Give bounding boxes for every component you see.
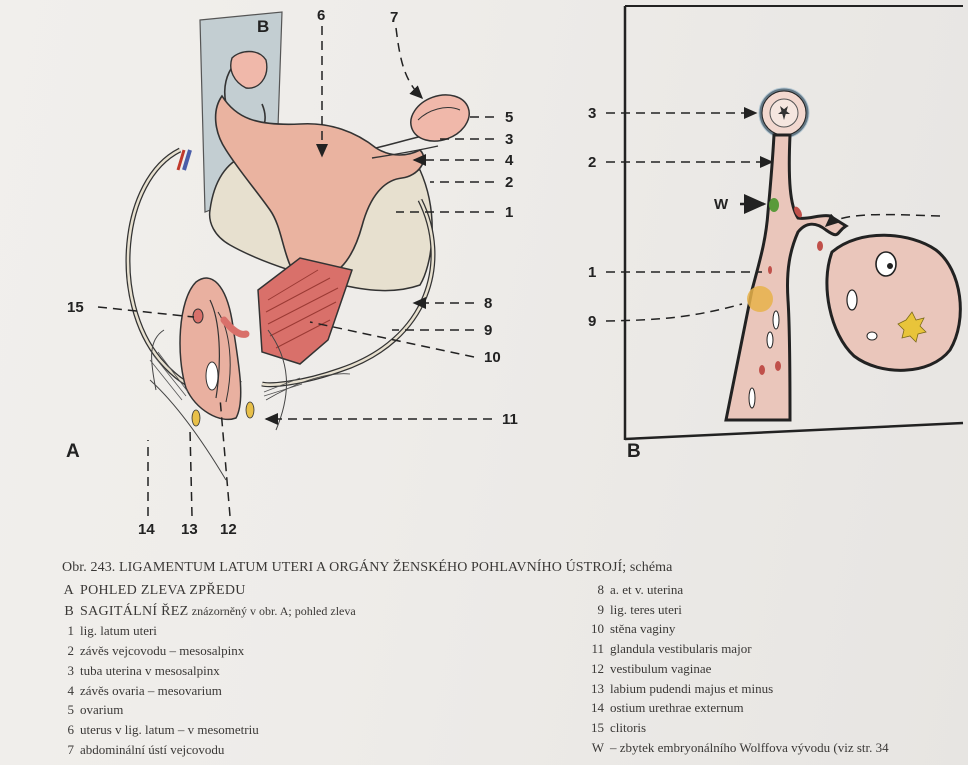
label-a-6: 6 — [317, 8, 325, 23]
legend-number: 12 — [590, 659, 604, 679]
legend-item: 10 stěna vaginy — [590, 619, 968, 639]
legend-text: stěna vaginy — [610, 621, 675, 636]
label-a-3: 3 — [505, 132, 513, 147]
legend-item: 9 lig. teres uteri — [590, 600, 968, 620]
label-a-5: 5 — [505, 110, 513, 125]
label-a-11: 11 — [502, 412, 518, 427]
legend-text: závěs vejcovodu – mesosalpinx — [80, 643, 244, 658]
legend-number: 3 — [62, 661, 74, 681]
panel-a-letter: A — [66, 441, 80, 463]
label-b-w: W — [714, 197, 728, 212]
legend-item: 13 labium pudendi majus et minus — [590, 679, 968, 699]
legend-text: vestibulum vaginae — [610, 661, 711, 676]
view-b-suffix: znázorněný v obr. A; pohled zleva — [192, 604, 356, 618]
legend-text: lig. latum uteri — [80, 623, 157, 638]
label-a-7: 7 — [390, 10, 398, 25]
legend-text: clitoris — [610, 720, 646, 735]
legend-number: 15 — [590, 718, 604, 738]
legend-item: 4 závěs ovaria – mesovarium — [62, 681, 532, 701]
figure-drawing — [0, 0, 968, 560]
legend-item: 6 uterus v lig. latum – v mesometriu — [62, 720, 532, 740]
caption-view-a: A POHLED ZLEVA ZPŘEDU — [62, 580, 532, 601]
legend-text: glandula vestibularis major — [610, 641, 752, 656]
legend-item: 11 glandula vestibularis major — [590, 639, 968, 659]
legend-item: 7 abdominální ústí vejcovodu — [62, 740, 532, 760]
label-a-13: 13 — [181, 522, 198, 537]
legend-text: – zbytek embryonálního Wolffova vývodu (… — [610, 740, 889, 755]
label-a-14: 14 — [138, 522, 155, 537]
legend-item: 3 tuba uterina v mesosalpinx — [62, 661, 532, 681]
legend-number: 1 — [62, 621, 74, 641]
legend-text: abdominální ústí vejcovodu — [80, 742, 224, 757]
legend-number: 8 — [590, 580, 604, 600]
view-b-text: SAGITÁLNÍ ŘEZ — [80, 604, 189, 619]
legend-number: 7 — [62, 740, 74, 760]
legend-number: 5 — [62, 700, 74, 720]
legend-number: W — [590, 738, 604, 758]
panel-a-drawing — [128, 12, 476, 480]
label-a-2: 2 — [505, 175, 513, 190]
legend-item: 14 ostium urethrae externum — [590, 698, 968, 718]
legend-number: 14 — [590, 698, 604, 718]
legend-text: tuba uterina v mesosalpinx — [80, 663, 220, 678]
legend-item: 8 a. et v. uterina — [590, 580, 968, 600]
legend-text: ovarium — [80, 702, 123, 717]
vulva — [180, 278, 241, 419]
legend-text: a. et v. uterina — [610, 582, 683, 597]
legend-text: závěs ovaria – mesovarium — [80, 683, 222, 698]
figure-caption: Obr. 243. LIGAMENTUM LATUM UTERI A ORGÁN… — [62, 560, 962, 765]
legend-item: 12 vestibulum vaginae — [590, 659, 968, 679]
legend-item: 5 ovarium — [62, 700, 532, 720]
label-b-2: 2 — [588, 155, 596, 170]
legend-text: ostium urethrae externum — [610, 700, 744, 715]
label-a-12: 12 — [220, 522, 237, 537]
legend-number: 11 — [590, 639, 604, 659]
label-a-15: 15 — [67, 300, 84, 315]
legend-text: labium pudendi majus et minus — [610, 681, 773, 696]
legend-text: lig. teres uteri — [610, 602, 682, 617]
legend-number: 6 — [62, 720, 74, 740]
label-b-3: 3 — [588, 106, 596, 121]
view-b-letter: B — [62, 602, 74, 622]
label-b-9: 9 — [588, 314, 596, 329]
caption-view-b: B SAGITÁLNÍ ŘEZ znázorněný v obr. A; pohl… — [62, 601, 532, 622]
legend-item: 1 lig. latum uteri — [62, 621, 532, 641]
plate-letter: B — [257, 17, 269, 37]
legend-item: W – zbytek embryonálního Wolffova vývodu … — [590, 738, 968, 758]
label-a-4: 4 — [505, 153, 513, 168]
label-a-10: 10 — [484, 350, 501, 365]
vagina-wall — [258, 258, 352, 364]
view-a-text: POHLED ZLEVA ZPŘEDU — [80, 583, 246, 598]
legend-number: 13 — [590, 679, 604, 699]
view-a-letter: A — [62, 581, 74, 601]
anatomical-figure: B A B 6 7 5 3 4 2 1 8 9 10 11 15 14 13 1… — [0, 0, 968, 560]
caption-right-column: 8 a. et v. uterina 9 lig. teres uteri 10 st… — [590, 580, 968, 757]
panel-b-letter: B — [627, 441, 641, 463]
legend-number: 10 — [590, 619, 604, 639]
label-a-8: 8 — [484, 296, 492, 311]
label-a-9: 9 — [484, 323, 492, 338]
legend-item: 2 závěs vejcovodu – mesosalpinx — [62, 641, 532, 661]
legend-item: 15 clitoris — [590, 718, 968, 738]
panel-b-drawing — [726, 89, 960, 420]
legend-number: 2 — [62, 641, 74, 661]
legend-text: uterus v lig. latum – v mesometriu — [80, 722, 259, 737]
caption-left-column: A POHLED ZLEVA ZPŘEDU B SAGITÁLNÍ ŘEZ znáz… — [62, 580, 532, 759]
label-b-1: 1 — [588, 265, 596, 280]
legend-number: 4 — [62, 681, 74, 701]
caption-title: Obr. 243. LIGAMENTUM LATUM UTERI A ORGÁN… — [62, 560, 672, 576]
legend-number: 9 — [590, 600, 604, 620]
label-a-1: 1 — [505, 205, 513, 220]
